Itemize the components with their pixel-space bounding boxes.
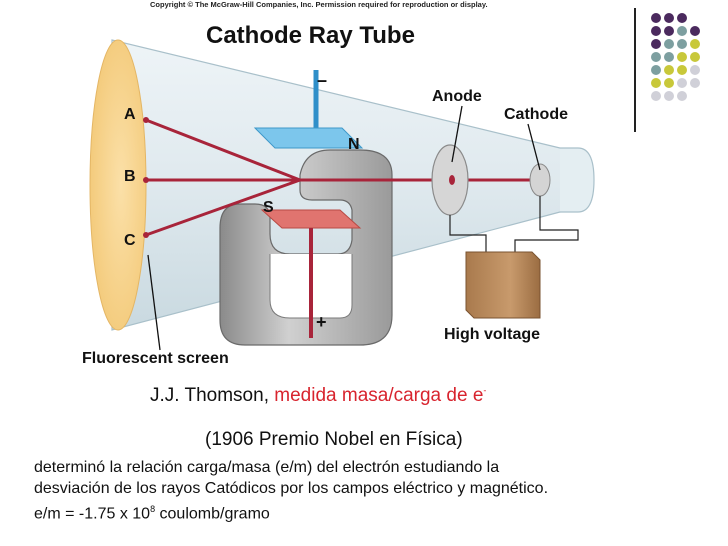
decorative-dot: [664, 39, 674, 49]
tube-neck-end: [560, 147, 595, 213]
decorative-dot: [664, 52, 674, 62]
fluorescent-screen-label: Fluorescent screen: [82, 350, 229, 367]
caption-line-2: (1906 Premio Nobel en Física): [205, 429, 463, 450]
copyright-notice: Copyright © The McGraw-Hill Companies, I…: [150, 0, 488, 9]
body-line-3: e/m = -1.75 x 108 coulomb/gramo: [34, 499, 548, 524]
point-c-dot: [143, 232, 149, 238]
lower-plate: [260, 209, 362, 229]
high-voltage-box: [465, 251, 541, 319]
decorative-dot: [651, 78, 661, 88]
decorative-dot: [651, 65, 661, 75]
body-line-1: determinó la relación carga/masa (e/m) d…: [34, 459, 500, 476]
decorative-dot: [651, 52, 661, 62]
beam-to-a: [145, 118, 301, 182]
caption-superscript: -: [483, 385, 487, 396]
minus-label: –: [317, 70, 328, 90]
decorative-dot: [677, 13, 687, 23]
point-a-label: A: [124, 106, 136, 123]
decorative-dot: [690, 39, 700, 49]
electron-beams: [145, 118, 540, 237]
decorative-dot: [664, 91, 674, 101]
caption-line-1: J.J. Thomson, medida masa/carga de e-: [150, 385, 486, 407]
anode-label: Anode: [432, 88, 482, 105]
decorative-dot: [664, 26, 674, 36]
caption-highlight: medida masa/carga de e: [274, 385, 484, 406]
decorative-dot: [664, 65, 674, 75]
upper-plate: [253, 127, 364, 149]
north-pole-label: N: [348, 136, 360, 153]
divider-line: [634, 8, 636, 132]
plus-label: +: [316, 312, 327, 332]
decorative-dot: [677, 91, 687, 101]
decorative-dot: [651, 91, 661, 101]
fluorescent-screen: [89, 39, 147, 331]
decorative-dot: [690, 65, 700, 75]
point-b-label: B: [124, 168, 136, 185]
ratio-prefix: e/m = -1.75 x 10: [34, 505, 151, 523]
point-b-dot: [143, 177, 149, 183]
diagram-title: Cathode Ray Tube: [206, 22, 415, 49]
ratio-exponent: 8: [150, 504, 156, 514]
decorative-dot: [651, 26, 661, 36]
decorative-dot: [677, 65, 687, 75]
point-c-label: C: [124, 232, 136, 249]
south-pole-label: S: [263, 199, 274, 216]
decorative-dot: [690, 52, 700, 62]
cathode-label: Cathode: [504, 106, 568, 123]
body-text: determinó la relación carga/masa (e/m) d…: [34, 457, 548, 524]
high-voltage-label: High voltage: [444, 326, 541, 343]
decorative-dot-grid: [651, 13, 700, 101]
body-line-2: desviación de los rayos Catódicos por lo…: [34, 480, 549, 497]
caption-prefix: J.J. Thomson,: [150, 385, 275, 406]
voltage-wires: [449, 196, 579, 252]
decorative-dot: [690, 26, 700, 36]
ratio-suffix: coulomb/gramo: [155, 505, 270, 523]
decorative-dot: [677, 39, 687, 49]
decorative-dot: [677, 78, 687, 88]
decorative-dot: [651, 13, 661, 23]
decorative-dot: [651, 39, 661, 49]
decorative-dot: [664, 13, 674, 23]
anode-hole: [449, 175, 455, 185]
beam-to-c: [145, 178, 301, 237]
leader-anode: [451, 105, 463, 163]
point-a-dot: [143, 117, 149, 123]
decorative-dot: [664, 78, 674, 88]
decorative-dot: [677, 26, 687, 36]
decorative-dot: [690, 78, 700, 88]
leader-screen: [147, 254, 161, 351]
decorative-dot: [677, 52, 687, 62]
leader-cathode: [527, 123, 541, 171]
